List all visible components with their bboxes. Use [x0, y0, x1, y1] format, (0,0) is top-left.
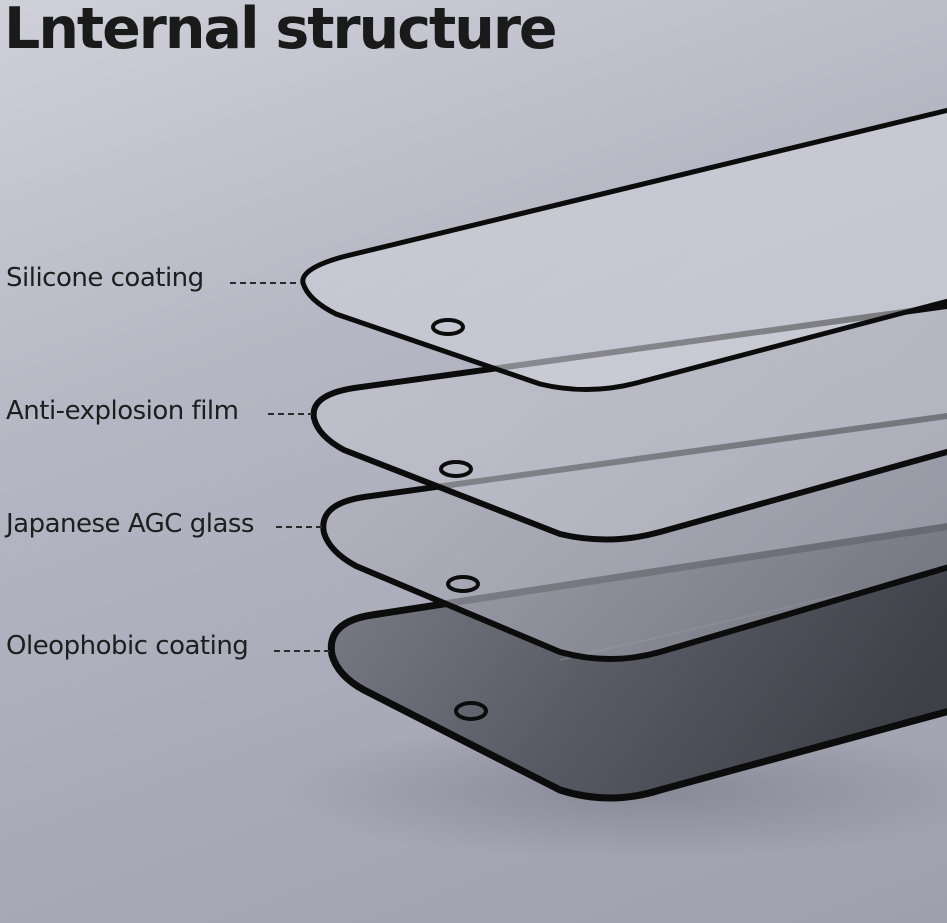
- camera-cutout-icon: [454, 701, 488, 721]
- label-anti-explosion-film: Anti-explosion film: [6, 396, 239, 426]
- layer-silicone-coating: [300, 107, 947, 393]
- camera-cutout-icon: [431, 318, 465, 336]
- label-silicone-coating: Silicone coating: [6, 263, 204, 293]
- layer-anti-explosion-film: [310, 302, 947, 543]
- camera-cutout-icon: [439, 460, 473, 478]
- label-oleophobic-coating: Oleophobic coating: [6, 631, 249, 661]
- label-japanese-agc-glass: Japanese AGC glass: [6, 509, 254, 539]
- page-title: Lnternal structure: [4, 0, 558, 62]
- camera-cutout-icon: [446, 575, 480, 593]
